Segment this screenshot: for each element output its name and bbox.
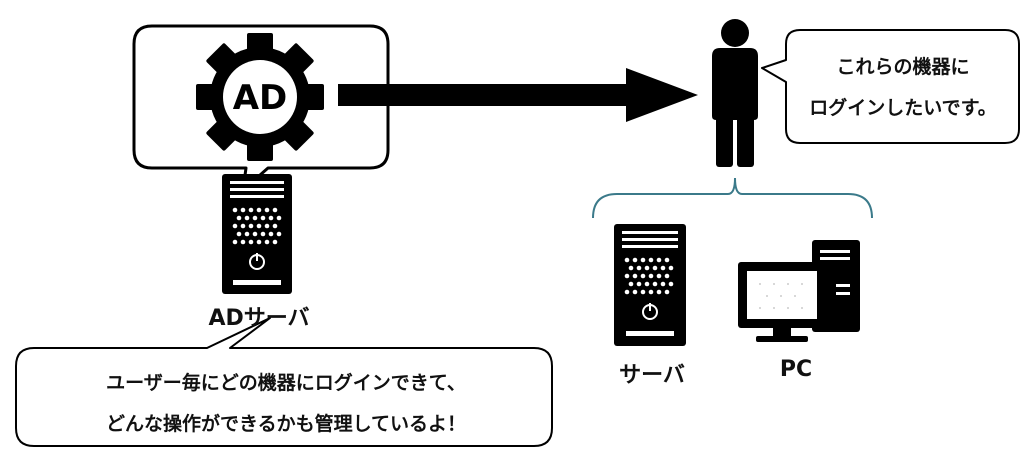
user-speech-bubble (761, 29, 1020, 144)
right-bubble-line-2: ログインしたいです。 (809, 97, 997, 119)
left-bubble-line-1: ユーザー毎にどの機器にログインできて、 (106, 372, 466, 394)
ad-logo-text: AD (232, 78, 288, 118)
left-bubble-line-2: どんな操作ができるかも管理しているよ！ (105, 413, 467, 435)
server-tower-icon (614, 224, 686, 346)
ad-server-tower-icon (222, 174, 292, 294)
ad-server-label: ADサーバ (208, 306, 310, 331)
right-bubble-line-1: これらの機器に (836, 56, 970, 78)
ad-server-speech-bubble (15, 317, 553, 447)
arrow-right-icon (338, 68, 698, 122)
device-group-bracket (592, 177, 873, 219)
pc-desktop-icon (738, 240, 860, 342)
gear-icon (196, 33, 324, 161)
user-person-icon (712, 19, 758, 167)
server-label: サーバ (619, 363, 685, 388)
pc-label: PC (779, 357, 813, 382)
